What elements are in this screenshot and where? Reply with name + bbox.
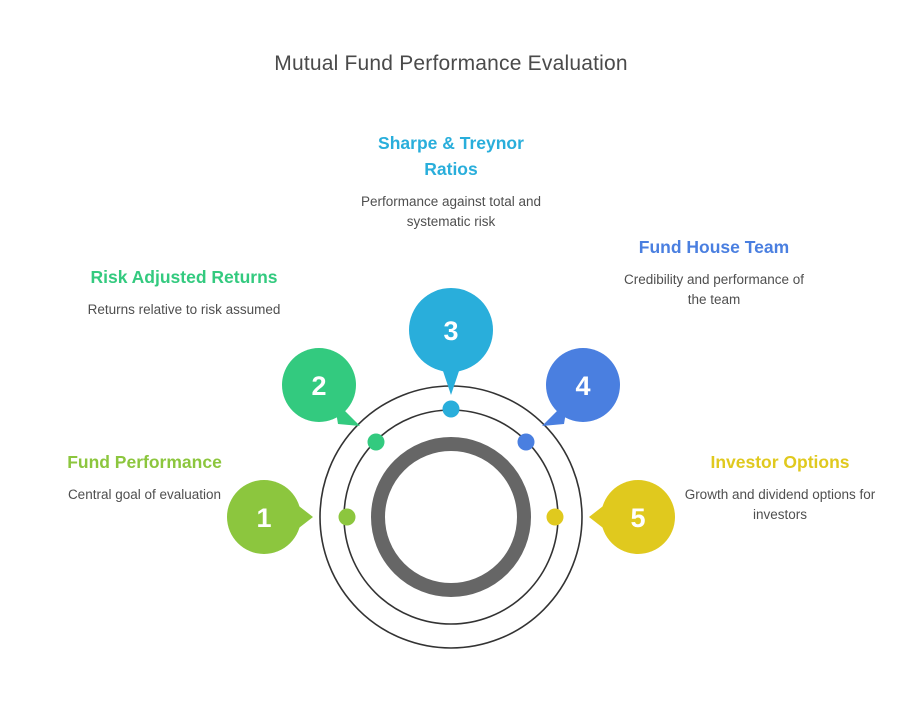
step-heading-5: Investor Options (710, 452, 850, 472)
bubble-circle-2[interactable] (282, 348, 356, 422)
step-marker-2[interactable]: 2 (282, 348, 385, 451)
bubble-number-4: 4 (575, 371, 590, 401)
bubble-number-1: 1 (256, 503, 271, 533)
step-description-4: Credibility and performance of the team (623, 271, 805, 307)
inner-thick-ring (371, 437, 531, 597)
bubble-number-2: 2 (311, 371, 326, 401)
bubble-number-5: 5 (630, 503, 645, 533)
step-marker-4[interactable]: 4 (517, 348, 621, 451)
step-marker-3[interactable]: 3 (409, 288, 493, 418)
step-heading-2: Risk Adjusted Returns (90, 267, 278, 287)
step-heading-4: Fund House Team (638, 237, 790, 257)
page-title: Mutual Fund Performance Evaluation (274, 52, 628, 75)
step-marker-1[interactable]: 1 (227, 480, 356, 554)
ring-dot-5 (546, 508, 564, 526)
step-label-2: Risk Adjusted Returns Returns relative t… (84, 265, 284, 320)
step-label-4: Fund House Team Credibility and performa… (623, 235, 805, 310)
step-label-5: Investor Options Growth and dividend opt… (680, 450, 880, 525)
step-label-3: Sharpe & Treynor Ratios Performance agai… (355, 131, 547, 232)
bubble-circle-3[interactable] (409, 288, 493, 372)
ring-dot-2 (367, 433, 385, 451)
step-heading-1: Fund Performance (67, 452, 222, 472)
step-description-2: Returns relative to risk assumed (87, 301, 281, 317)
bubble-circle-5[interactable] (601, 480, 675, 554)
bubble-number-3: 3 (443, 316, 458, 346)
ring-dot-3 (442, 400, 460, 418)
step-description-3: Performance against total and systematic… (360, 193, 542, 229)
step-description-1: Central goal of evaluation (67, 486, 222, 502)
step-heading-3: Sharpe & Treynor Ratios (378, 133, 524, 179)
step-marker-5[interactable]: 5 (546, 480, 676, 554)
step-description-5: Growth and dividend options for investor… (684, 486, 876, 522)
step-label-1: Fund Performance Central goal of evaluat… (42, 450, 247, 505)
ring-dot-4 (517, 433, 535, 451)
ring-dot-1 (338, 508, 356, 526)
bubble-circle-4[interactable] (546, 348, 620, 422)
bubble-circle-1[interactable] (227, 480, 301, 554)
